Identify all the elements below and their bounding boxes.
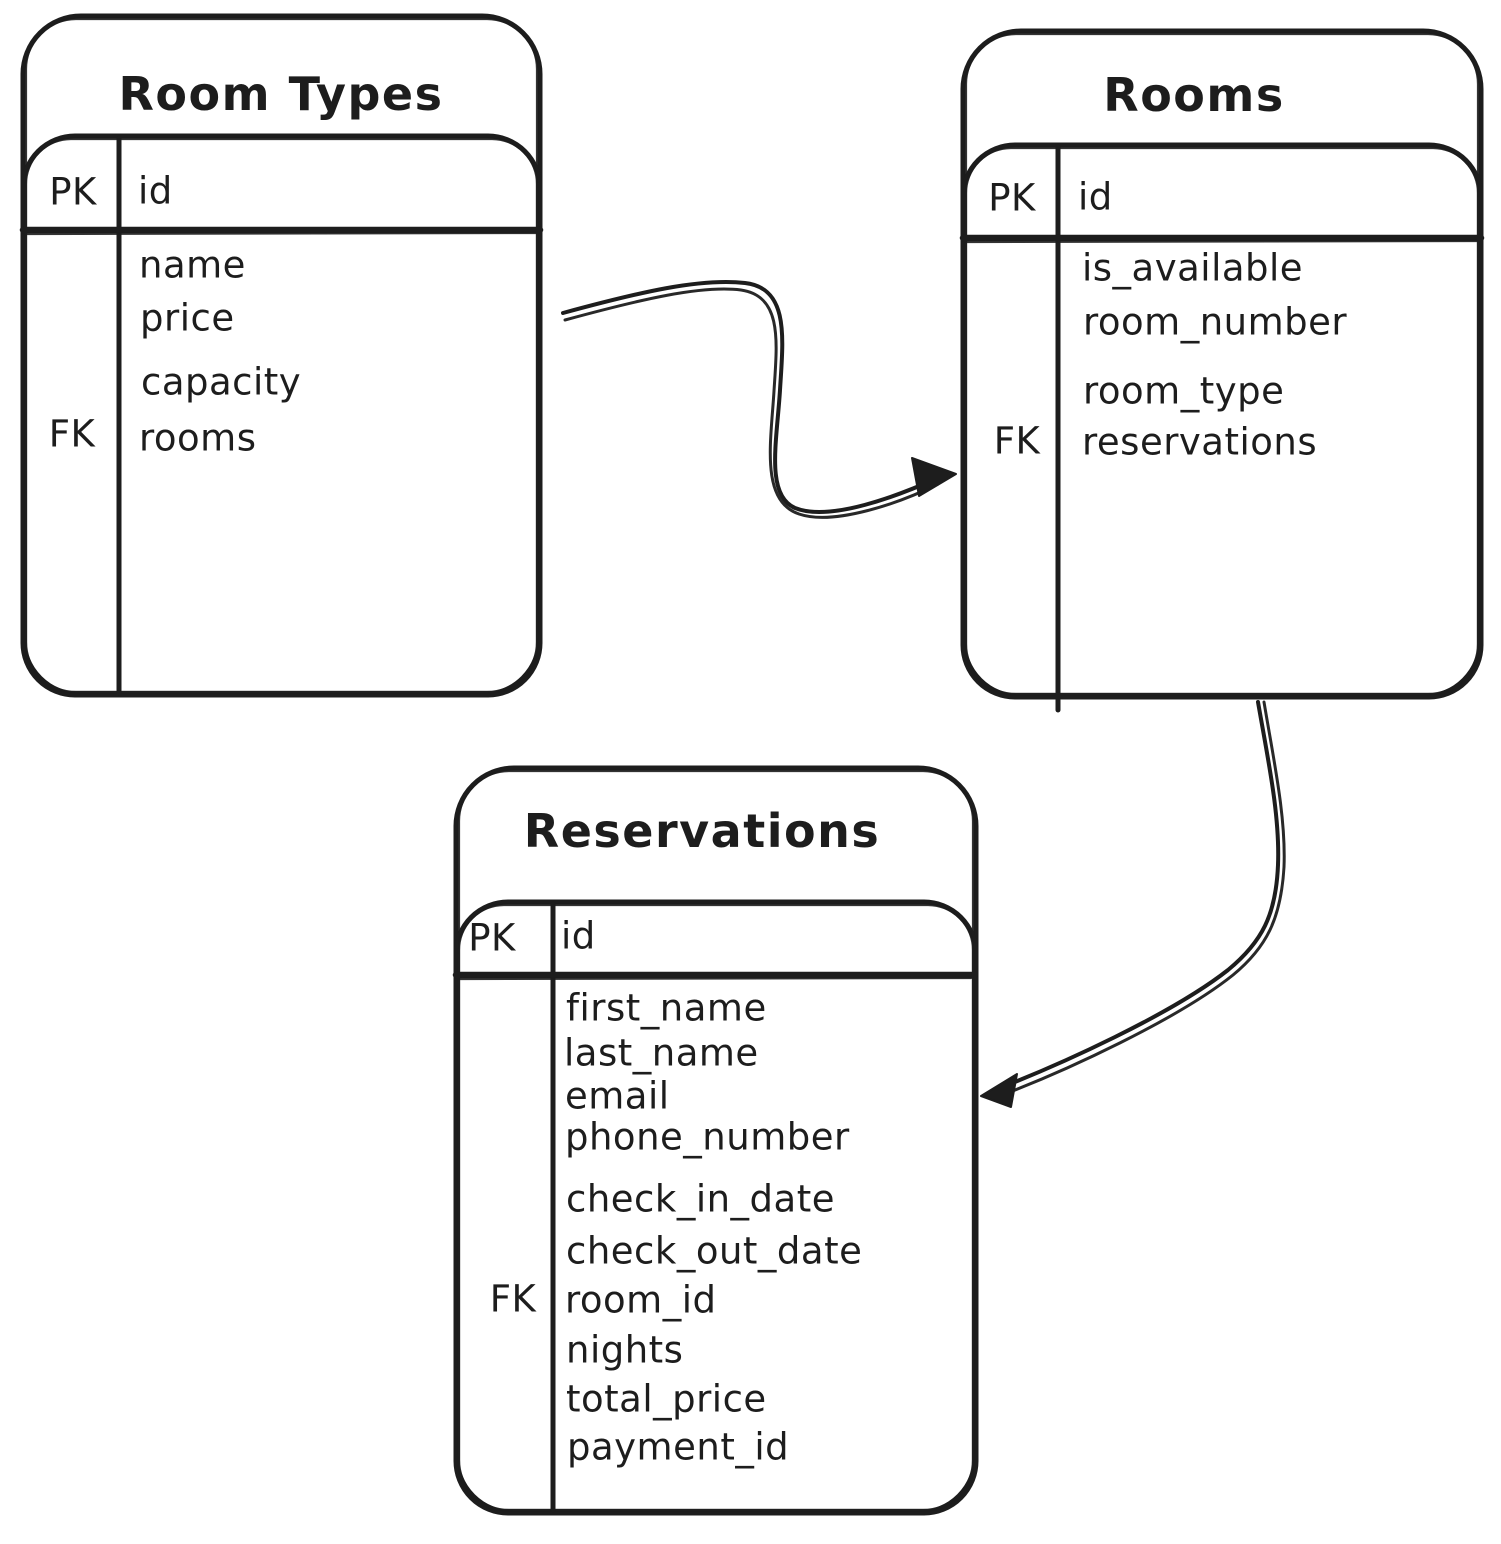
- rooms-header-box-sketch: [964, 146, 1480, 696]
- reservations-header-underline-sketch: [458, 976, 973, 981]
- arrow-curve-sketch: [563, 287, 940, 519]
- arrowhead: [980, 1073, 1018, 1108]
- table-rooms-shape[interactable]: [959, 28, 1485, 713]
- rooms-header-underline-sketch: [965, 239, 1479, 244]
- room-types-header-box: [20, 133, 543, 698]
- room-types-header-box-sketch: [24, 137, 539, 694]
- reservations-header-box: [453, 899, 979, 1516]
- room-types-outer-box: [20, 13, 543, 698]
- room-types-outer-box-sketch: [24, 17, 539, 694]
- rooms-outer-box: [960, 28, 1484, 700]
- table-room-types-shape[interactable]: [19, 13, 544, 698]
- table-reservations-shape[interactable]: [452, 765, 979, 1516]
- rooms-outer-box-sketch: [964, 32, 1480, 696]
- arrow-curve: [990, 700, 1281, 1093]
- room-types-header-underline-sketch: [25, 231, 538, 236]
- reservations-header-box-sketch: [457, 903, 975, 1512]
- relationship-arrow-room-types-to-rooms[interactable]: [561, 279, 957, 519]
- rooms-header-box: [960, 142, 1484, 700]
- reservations-outer-box: [453, 765, 979, 1516]
- arrow-curve-sketch: [995, 700, 1286, 1099]
- relationship-arrow-rooms-to-reservations[interactable]: [980, 700, 1286, 1108]
- arrowhead: [911, 457, 957, 497]
- arrow-curve: [561, 279, 942, 514]
- reservations-outer-box-sketch: [457, 769, 975, 1512]
